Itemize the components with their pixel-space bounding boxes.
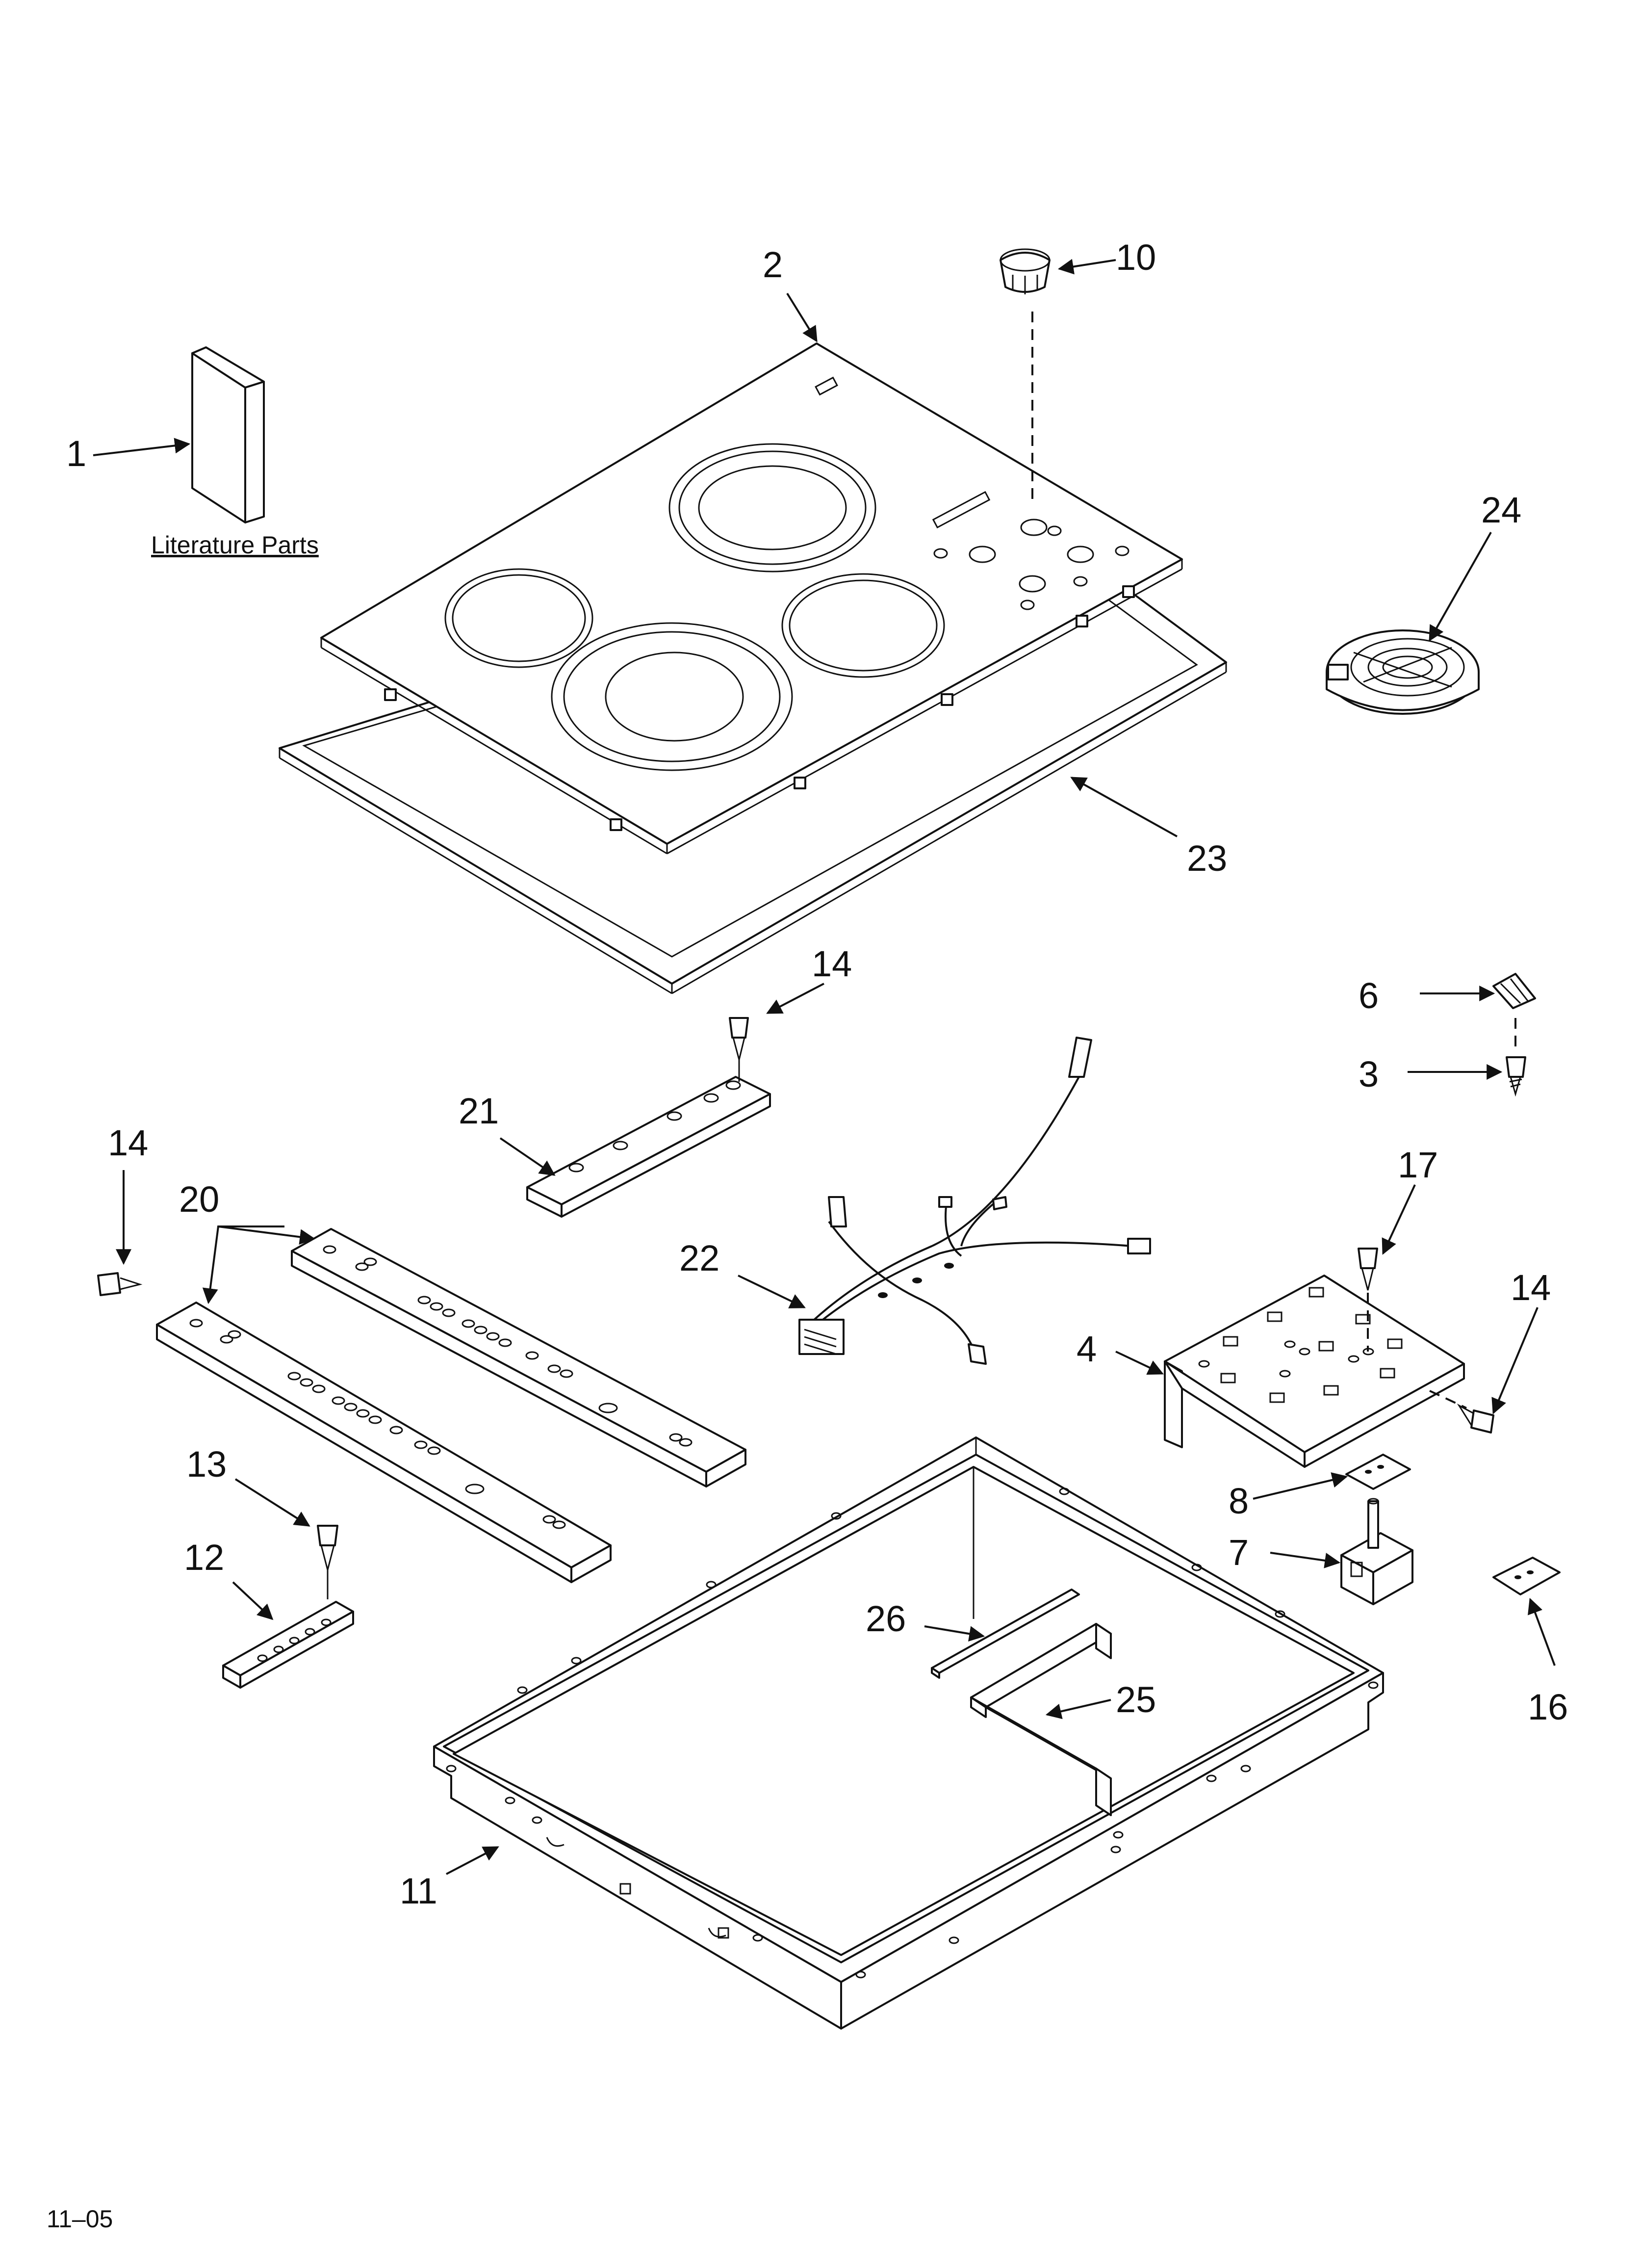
callout-25: 25	[1116, 1679, 1156, 1720]
callout-6: 6	[1359, 975, 1379, 1016]
callout-14-left: 14	[108, 1122, 148, 1163]
callout-14-top: 14	[812, 943, 852, 984]
front-rail	[156, 1302, 612, 1583]
support-bracket	[970, 1623, 1112, 1816]
literature-parts-label: Literature Parts	[151, 531, 319, 559]
callout-14-right: 14	[1511, 1267, 1551, 1308]
callout-8: 8	[1229, 1481, 1249, 1521]
rear-right-burner-ring	[668, 443, 876, 573]
glass-cooktop	[320, 342, 1183, 855]
callout-1: 1	[66, 433, 86, 474]
bracket-screw-top	[729, 1017, 749, 1082]
callout-4: 4	[1077, 1329, 1097, 1369]
wire-harness	[798, 1037, 1151, 1365]
callout-23: 23	[1187, 838, 1227, 879]
small-bracket	[526, 1076, 771, 1218]
rail-screw-left	[97, 1272, 143, 1296]
callout-21: 21	[459, 1091, 499, 1131]
harness-connector	[798, 1319, 845, 1355]
literature-booklet	[191, 346, 265, 523]
leader-lines	[93, 259, 1556, 1875]
callout-22: 22	[679, 1238, 719, 1278]
front-right-burner-ring	[781, 573, 945, 678]
clip-screw	[1506, 1056, 1526, 1097]
switch-mounting-bracket	[1164, 1275, 1465, 1468]
cross-bar	[931, 1589, 1080, 1679]
bracket-screw-lower	[317, 1525, 338, 1599]
date-code: 11–05	[47, 2205, 113, 2233]
callout-12: 12	[184, 1537, 224, 1578]
control-knob	[1000, 248, 1051, 294]
terminal-clip	[1492, 973, 1536, 1009]
front-left-burner-ring	[551, 622, 793, 771]
callout-13: 13	[186, 1444, 227, 1485]
terminal-plate	[1492, 1557, 1561, 1595]
rear-rail	[291, 1228, 746, 1487]
bracket-screw-17	[1358, 1248, 1378, 1291]
infinite-switch	[1340, 1498, 1413, 1605]
rear-left-burner-ring	[444, 568, 593, 668]
callout-24: 24	[1481, 490, 1521, 530]
callout-20: 20	[179, 1179, 219, 1220]
callout-26: 26	[866, 1598, 906, 1639]
callout-16: 16	[1528, 1687, 1568, 1727]
callout-10: 10	[1116, 237, 1156, 278]
base-pan	[433, 1436, 1384, 2030]
callout-2: 2	[763, 244, 783, 285]
callout-17: 17	[1398, 1145, 1438, 1185]
callout-3: 3	[1359, 1054, 1379, 1095]
mounting-bracket	[222, 1601, 354, 1689]
callout-labels: 1 2 10 24 23 14 6 3 21 14 20 22 17 4 14 …	[66, 237, 1568, 1911]
surface-element	[1326, 629, 1480, 715]
callout-7: 7	[1229, 1532, 1249, 1573]
callout-11: 11	[400, 1871, 437, 1911]
bracket-screw-right	[1457, 1404, 1494, 1434]
switch-insulator	[1345, 1454, 1411, 1490]
